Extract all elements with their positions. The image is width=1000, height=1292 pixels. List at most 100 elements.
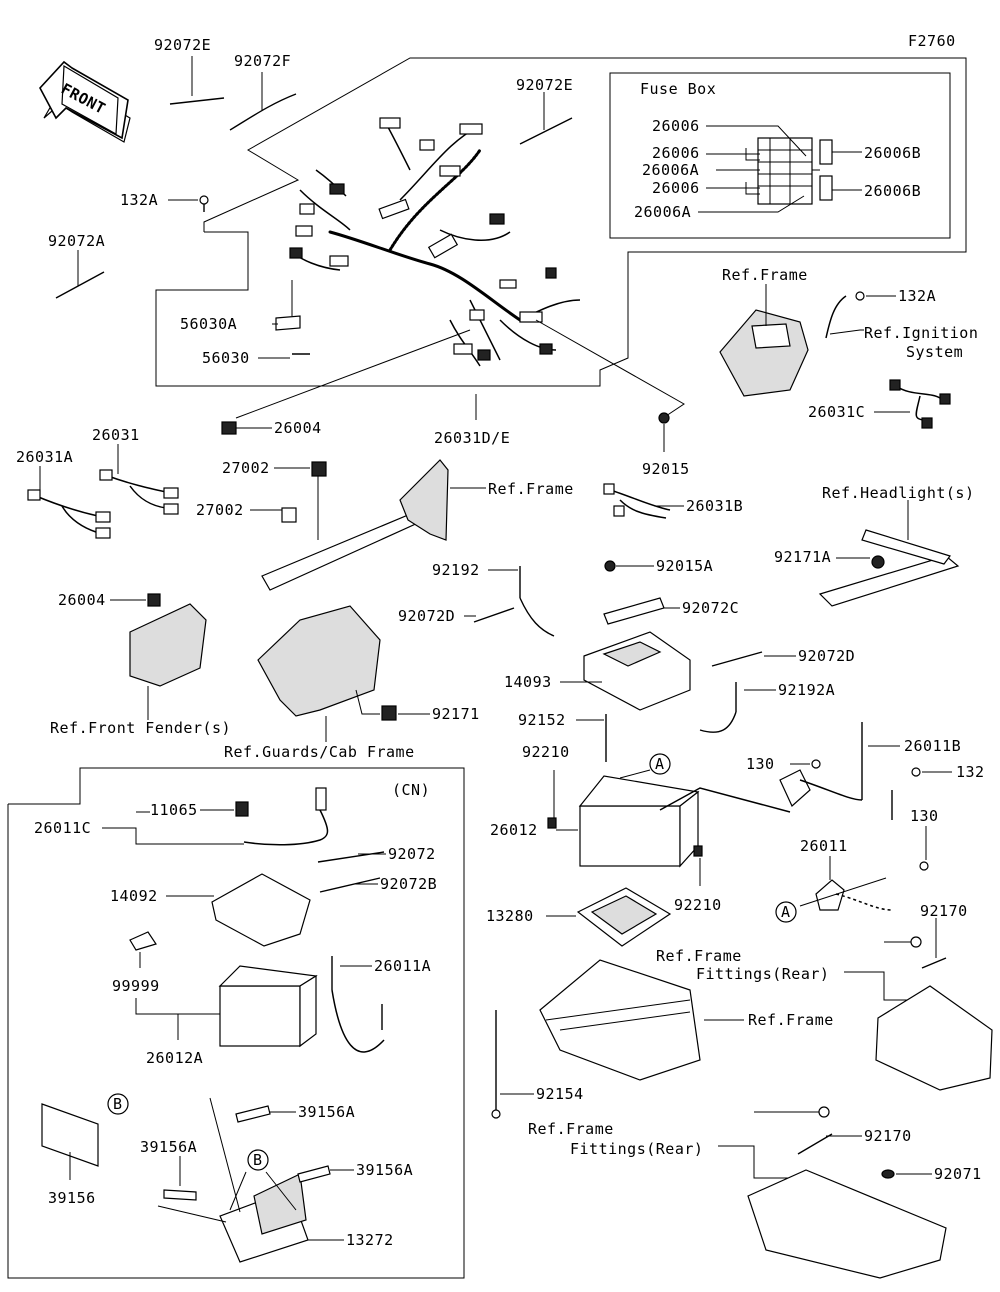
label-13272: 13272 [346, 1231, 394, 1249]
label-26031A: 26031A [16, 448, 73, 466]
harness-26031B: 26031B [603, 483, 743, 519]
label-56030: 56030 [202, 349, 250, 367]
label-92072B: 92072B [380, 875, 437, 893]
zip-tie-92072E-right: 92072E [516, 76, 573, 145]
bolt-92154: 92154 [491, 1010, 583, 1119]
fuse-label-26006A-1: 26006A [642, 161, 699, 179]
label-92072D-left: 92072D [398, 607, 455, 625]
label-14092: 14092 [110, 887, 158, 905]
label-39156A-left: 39156A [140, 1138, 197, 1156]
label-26031DE: 26031D/E [434, 429, 510, 447]
label-39156A-right: 39156A [356, 1161, 413, 1179]
label-26031C: 26031C [808, 403, 865, 421]
label-26031: 26031 [92, 426, 140, 444]
label-39156A-top: 39156A [298, 1103, 355, 1121]
fuse-label-26006B-2: 26006B [864, 182, 921, 200]
battery-26012: A 92210 26012 92210 [490, 743, 722, 914]
circle-B-left: B [113, 1095, 123, 1113]
fuse-label-26006B-1: 26006B [864, 144, 921, 162]
label-92015A: 92015A [656, 557, 713, 575]
label-92015: 92015 [642, 460, 690, 478]
ref-guards-cab-frame: 92171 Ref.Guards/Cab Frame [224, 605, 479, 761]
label-92072D-right: 92072D [798, 647, 855, 665]
fuse-label-26006-3: 26006 [652, 179, 700, 197]
label-92170-bottom: 92170 [864, 1127, 912, 1145]
label-92210-bottom: 92210 [674, 896, 722, 914]
cn-inset-box: (CN) 11065 26011C 92072 92072B 14092 999… [7, 767, 465, 1279]
ref-frame-bottom: Ref.Frame Ref.Frame Fittings(Rear) [539, 947, 834, 1081]
label-132A-right: 132A [898, 287, 936, 305]
battery-holder-14093: 92192 92015A 92072D 92072C 92072D 14093 … [398, 557, 855, 762]
circle-B-mid: B [253, 1151, 263, 1169]
label-92072E-right: 92072E [516, 76, 573, 94]
label-13280: 13280 [486, 907, 534, 925]
figure-code: F2760 [908, 32, 956, 50]
label-26004-fender: 26004 [58, 591, 106, 609]
ref-front-fender: 26004 Ref.Front Fender(s) [50, 591, 231, 737]
label-130-right: 130 [910, 807, 939, 825]
label-92192A: 92192A [778, 681, 835, 699]
label-ref-frame-fit-1: Ref.Frame [656, 947, 742, 965]
label-ref-headlight: Ref.Headlight(s) [822, 484, 975, 502]
harness-outline [155, 57, 967, 387]
zip-tie-92072A: 92072A [48, 232, 105, 299]
label-39156: 39156 [48, 1189, 96, 1207]
label-ref-guards: Ref.Guards/Cab Frame [224, 743, 415, 761]
label-26011: 26011 [800, 837, 848, 855]
bracket-56030A: 56030A [180, 280, 301, 333]
label-ref-frame-fit-b2: Fittings(Rear) [570, 1140, 703, 1158]
label-92072A: 92072A [48, 232, 105, 250]
ref-frame-mid: 27002 27002 Ref.Frame [196, 459, 574, 591]
ref-frame-ignition-bracket: Ref.Frame 132A Ref.Ignition System [719, 266, 978, 397]
label-ref-frame-top: Ref.Frame [722, 266, 808, 284]
label-92152: 92152 [518, 711, 566, 729]
label-14093: 14093 [504, 673, 552, 691]
label-92072: 92072 [388, 845, 436, 863]
harness-26031C: 26031C [808, 379, 951, 429]
label-132A-left: 132A [120, 191, 158, 209]
label-ref-frame-bottom: Ref.Frame [748, 1011, 834, 1029]
label-11065: 11065 [150, 801, 198, 819]
label-26012: 26012 [490, 821, 538, 839]
zip-tie-92072E-left: 92072E [154, 36, 225, 105]
main-wiring-harness [289, 117, 581, 367]
label-130-top: 130 [746, 755, 775, 773]
label-56030A: 56030A [180, 315, 237, 333]
fuse-box: Fuse Box 26006 26006 26006A 26006 26006A… [609, 72, 951, 239]
front-arrow: FRONT [39, 60, 131, 143]
circle-A-bottom: A [781, 903, 791, 921]
label-92171A: 92171A [774, 548, 831, 566]
label-ref-ignition: Ref.Ignition [864, 324, 978, 342]
label-ref-front-fender: Ref.Front Fender(s) [50, 719, 231, 737]
fuse-label-26006A-2: 26006A [634, 203, 691, 221]
battery-tray-13280: 13280 [486, 887, 672, 947]
fuse-label-26006-2: 26006 [652, 144, 700, 162]
label-27002-top: 27002 [222, 459, 270, 477]
label-92192: 92192 [432, 561, 480, 579]
circle-A-top: A [655, 755, 665, 773]
label-cn: (CN) [392, 781, 430, 799]
label-92072E-left: 92072E [154, 36, 211, 54]
label-ref-frame-mid: Ref.Frame [488, 480, 574, 498]
fuse-label-26006-1: 26006 [652, 117, 700, 135]
ref-frame-fittings-rear-1: 92170 [844, 902, 993, 1091]
ref-frame-fittings-rear-2: Ref.Frame Fittings(Rear) 92170 92071 [528, 1106, 981, 1279]
label-92072F: 92072F [234, 52, 291, 70]
harness-26031A: 26031A [16, 448, 111, 539]
label-26012A: 26012A [146, 1049, 203, 1067]
label-27002-bottom: 27002 [196, 501, 244, 519]
zip-tie-92072F: 92072F [229, 52, 297, 131]
label-26011C: 26011C [34, 819, 91, 837]
nut-92015: 92015 [535, 319, 690, 478]
label-ref-ignition-system: System [906, 343, 963, 361]
label-92170-top: 92170 [920, 902, 968, 920]
ref-headlight-frame: Ref.Headlight(s) 92171A [774, 484, 975, 607]
label-26031B: 26031B [686, 497, 743, 515]
label-92210-top: 92210 [522, 743, 570, 761]
label-group-26031DE: 26031D/E [434, 394, 510, 447]
label-26011A: 26011A [374, 957, 431, 975]
battery-cable-26011B: 130 26011B 132 [659, 722, 984, 820]
bolt-132A-left: 132A [120, 191, 209, 212]
label-99999: 99999 [112, 977, 160, 995]
